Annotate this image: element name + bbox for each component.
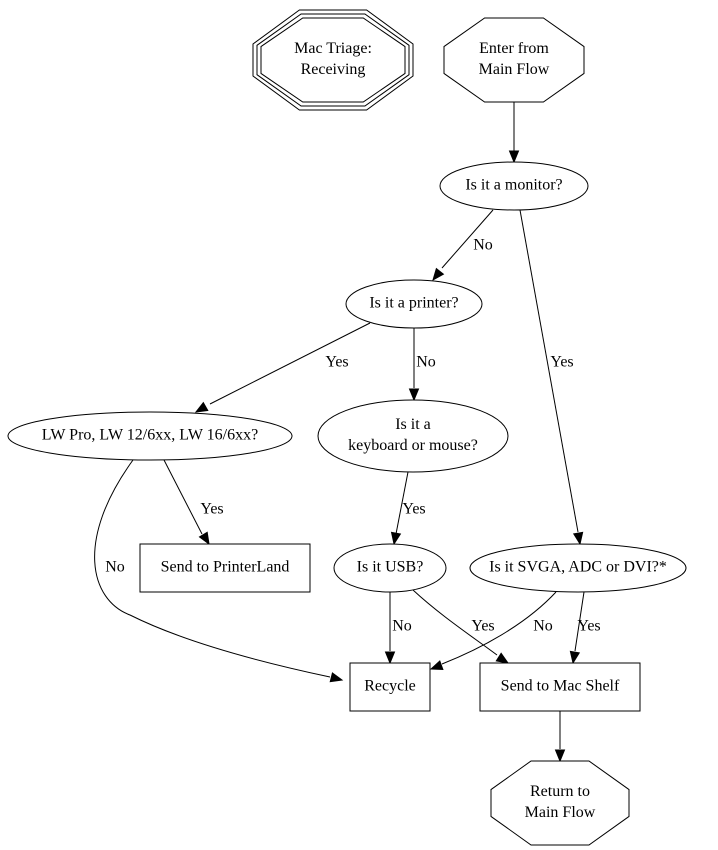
arrowhead-icon xyxy=(198,531,210,546)
edge-label: Yes xyxy=(471,618,494,635)
decision-ellipse xyxy=(439,161,589,211)
node-label: Send to PrinterLand xyxy=(161,559,290,576)
node-label: LW Pro, LW 12/6xx, LW 16/6xx? xyxy=(42,427,258,444)
edge-line xyxy=(441,209,494,269)
edge-label: No xyxy=(533,618,553,635)
edge-svga-to-macshelf: Yes xyxy=(569,591,601,665)
edge-line xyxy=(209,322,371,405)
edge-usb-to-recycle: No xyxy=(384,592,412,665)
decision-ellipse xyxy=(7,411,293,461)
node-label: keyboard or mouse? xyxy=(348,437,478,454)
edge-printer-to-lw: Yes xyxy=(194,322,371,413)
node-label: Main Flow xyxy=(525,804,596,821)
decision-ellipse xyxy=(469,543,687,593)
edge-label: Yes xyxy=(577,618,600,635)
edge-line xyxy=(163,459,203,535)
arrowhead-icon xyxy=(495,652,510,664)
arrowhead-icon xyxy=(329,672,344,683)
edge-kbd-to-usb: Yes xyxy=(390,471,426,546)
edge-label: No xyxy=(473,237,493,254)
edge-line xyxy=(395,471,409,535)
node-macshelf: Send to Mac Shelf xyxy=(479,662,641,712)
arrowhead-icon xyxy=(569,650,581,665)
node-printer: Is it a printer? xyxy=(345,279,483,329)
node-lw: LW Pro, LW 12/6xx, LW 16/6xx? xyxy=(7,411,293,461)
edge-usb-to-macshelf: Yes xyxy=(412,589,510,664)
edge-monitor-to-printer: No xyxy=(432,209,494,282)
node-label: Is it SVGA, ADC or DVI?* xyxy=(489,559,667,576)
edge-label: Yes xyxy=(200,501,223,518)
edge-label: No xyxy=(416,354,436,371)
edge-label: Yes xyxy=(402,501,425,518)
node-label: Mac Triage: xyxy=(294,40,372,57)
node-label: Send to Mac Shelf xyxy=(501,678,620,695)
node-label: Is it a printer? xyxy=(369,295,458,312)
arrowhead-icon xyxy=(508,150,520,164)
decision-ellipse xyxy=(317,399,509,473)
arrowhead-icon xyxy=(408,388,420,402)
edge-label: No xyxy=(392,618,412,635)
node-monitor: Is it a monitor? xyxy=(439,161,589,211)
node-usb: Is it USB? xyxy=(333,543,447,593)
node-label: Is it a monitor? xyxy=(465,177,562,194)
edge-lw-to-recycle: No xyxy=(94,459,344,683)
node-printerland: Send to PrinterLand xyxy=(139,543,311,593)
arrowhead-icon xyxy=(429,660,444,670)
arrowhead-icon xyxy=(554,749,566,763)
node-label: Receiving xyxy=(301,61,366,78)
edge-lw-to-printerland: Yes xyxy=(163,459,224,546)
arrowhead-icon xyxy=(432,267,445,282)
edge-label: Yes xyxy=(550,354,573,371)
node-title_node: Mac Triage: Receiving xyxy=(252,9,414,111)
node-svga: Is it SVGA, ADC or DVI?* xyxy=(469,543,687,593)
arrowhead-icon xyxy=(572,531,584,546)
node-label: Is it USB? xyxy=(357,559,424,576)
arrowhead-icon xyxy=(194,401,209,413)
title-octagon-ring xyxy=(260,17,406,103)
edge-label: No xyxy=(105,559,125,576)
decision-ellipse xyxy=(333,543,447,593)
node-label: Main Flow xyxy=(479,61,550,78)
edge-enter-to-monitor xyxy=(508,102,520,164)
action-box xyxy=(139,543,311,593)
terminal-octagon xyxy=(443,17,585,103)
edge-line xyxy=(574,591,585,652)
decision-ellipse xyxy=(345,279,483,329)
edge-svga-to-recycle: No xyxy=(429,591,557,670)
node-return: Return to Main Flow xyxy=(490,760,630,846)
node-kbd: Is it a keyboard or mouse? xyxy=(317,399,509,473)
node-label: Return to xyxy=(530,783,590,800)
node-label: Is it a xyxy=(395,416,431,433)
arrowhead-icon xyxy=(384,651,396,665)
edge-macshelf-to-return xyxy=(554,711,566,763)
edge-line xyxy=(519,209,579,533)
terminal-octagon xyxy=(490,760,630,846)
node-label: Enter from xyxy=(479,40,549,57)
edge-monitor-to-svga: Yes xyxy=(519,209,584,546)
edge-label: Yes xyxy=(325,354,348,371)
node-recycle: Recycle xyxy=(349,662,431,712)
edge-line xyxy=(412,589,498,656)
action-box xyxy=(479,662,641,712)
node-label: Recycle xyxy=(364,678,416,695)
arrowhead-icon xyxy=(390,531,402,546)
edge-line xyxy=(94,459,331,678)
edge-line xyxy=(441,591,557,665)
action-box xyxy=(349,662,431,712)
edge-printer-to-kbd: No xyxy=(408,328,436,402)
